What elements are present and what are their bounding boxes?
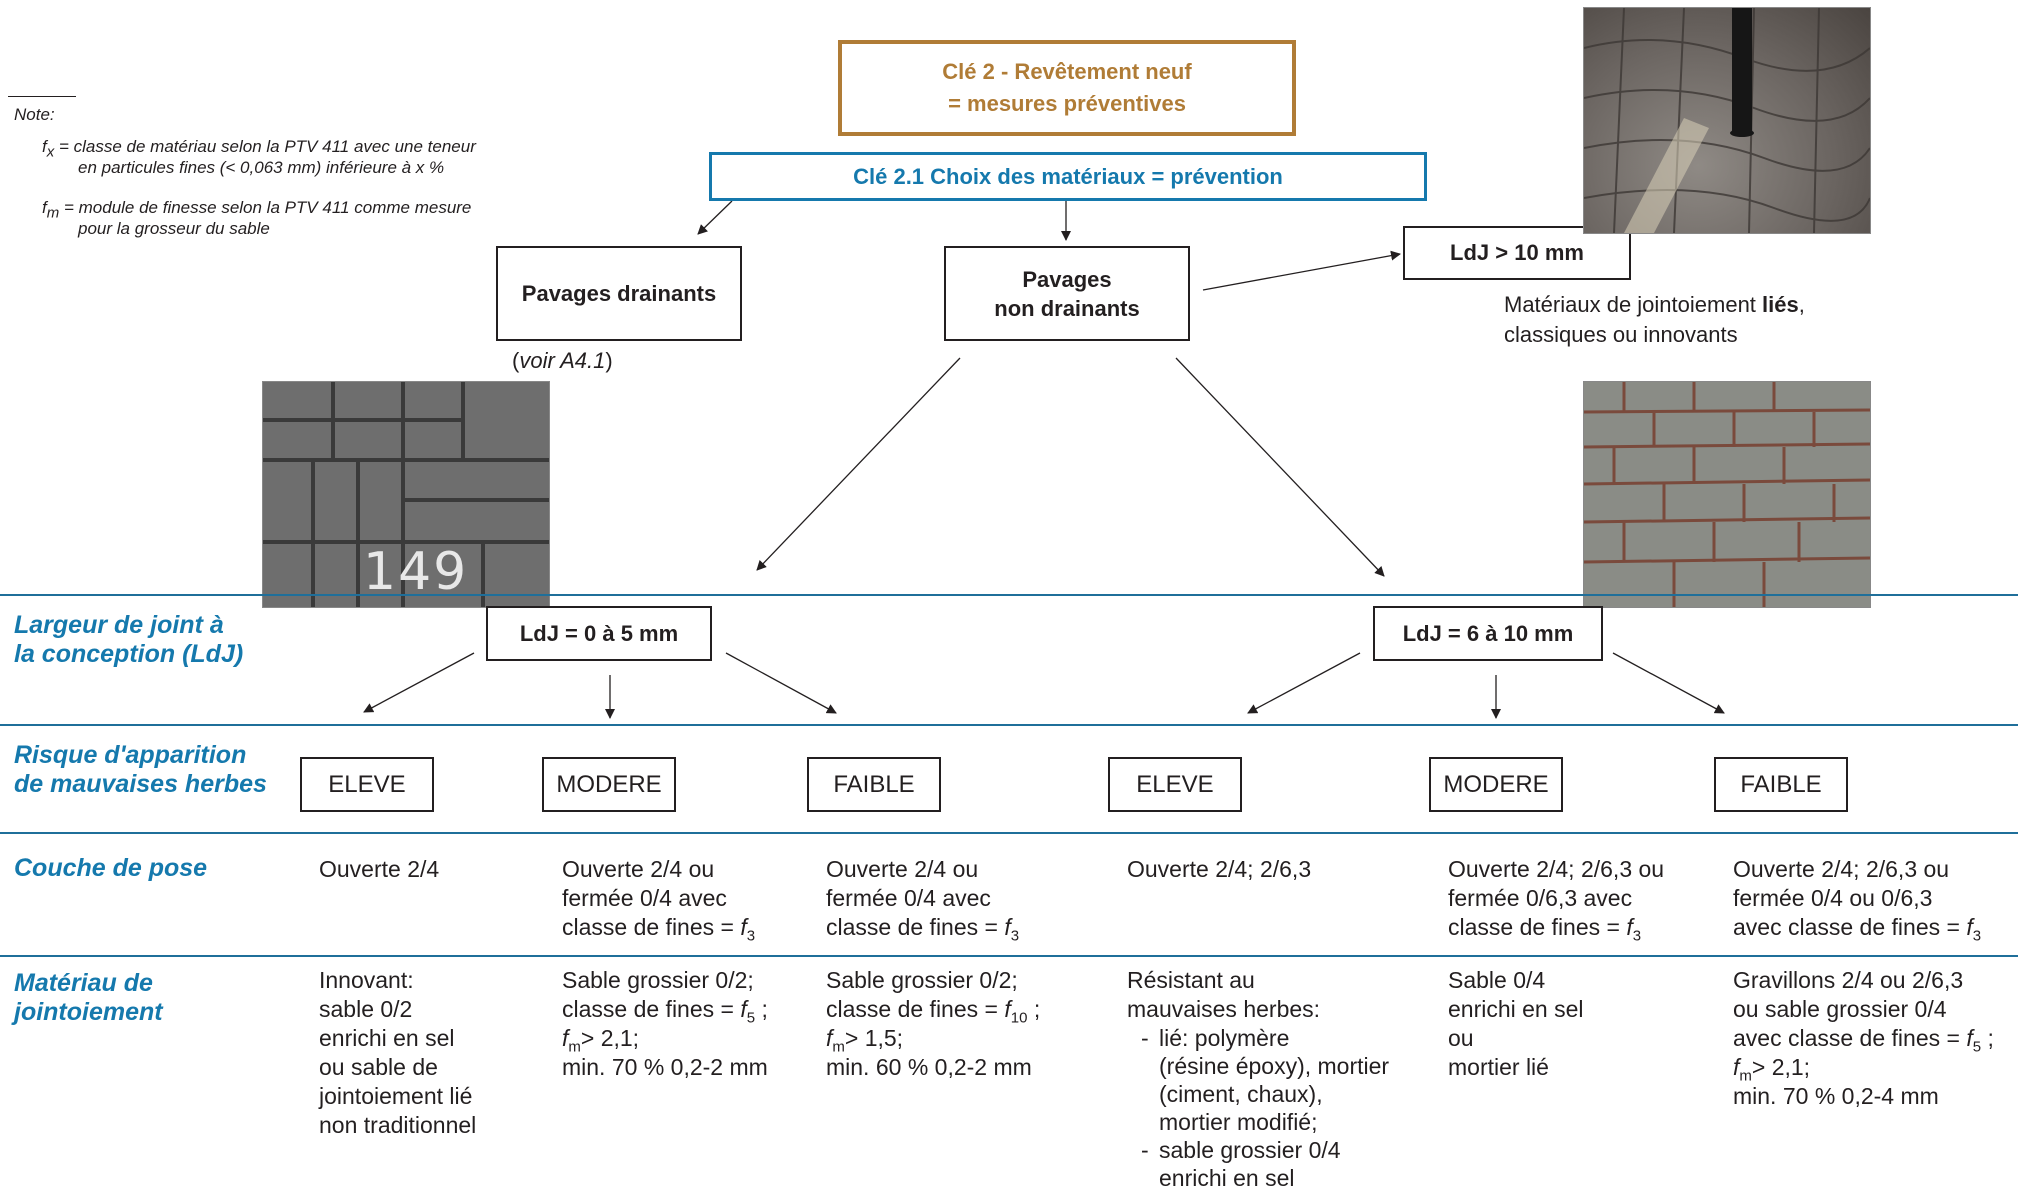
risk-box-eleve: ELEVE: [1108, 757, 1242, 812]
materiau-cell-1: Innovant: sable 0/2 enrichi en sel ou sa…: [319, 967, 477, 1138]
couche-cell-6: Ouverte 2/4; 2/6,3 ou fermée 0/4 ou 0/6,…: [1733, 856, 1982, 945]
photo-chalk-number: 149: [363, 542, 469, 602]
couche-cell-3: Ouverte 2/4 ou fermée 0/4 avec classe de…: [826, 856, 1020, 945]
node-ldj-gt10: LdJ > 10 mm: [1403, 226, 1631, 280]
fx-symbol: f: [42, 137, 47, 156]
materiau-cell-6: Gravillons 2/4 ou 2/6,3 ou sable grossie…: [1733, 967, 1994, 1109]
materiau-cell-2: Sable grossier 0/2; classe de fines = f5…: [562, 967, 768, 1080]
note-rule: [8, 96, 76, 97]
node-pavages-non-drainants: Pavages non drainants: [944, 246, 1190, 341]
risk-box-eleve: ELEVE: [300, 757, 434, 812]
list-item: sable grossier 0/4 enrichi en sel: [1127, 1136, 1389, 1192]
materiau-cell-5: Sable 0/4 enrichi en sel ou mortier lié: [1448, 967, 1584, 1080]
row-label-couche: Couche de pose: [14, 854, 208, 882]
couche-cell-5: Ouverte 2/4; 2/6,3 ou fermée 0/6,3 avec …: [1448, 856, 1665, 945]
risk-box-faible: FAIBLE: [1714, 757, 1848, 812]
node-ldj-6-10: LdJ = 6 à 10 mm: [1373, 606, 1603, 661]
risk-box-modere: MODERE: [542, 757, 676, 812]
node-pavages-drainants: Pavages drainants: [496, 246, 742, 341]
materiau-cell-4: Résistant au mauvaises herbes: lié: poly…: [1127, 966, 1389, 1192]
risk-box-modere: MODERE: [1429, 757, 1563, 812]
photo-granite-setts: [1583, 381, 1871, 608]
key2-box: Clé 2 - Revêtement neuf = mesures préven…: [838, 40, 1296, 136]
photo-cobblestones-pole: [1583, 7, 1871, 234]
couche-cell-1: Ouverte 2/4: [319, 856, 440, 882]
section-line-risque: [0, 724, 2018, 726]
row-label-materiau: Matériau de jointoiement: [14, 969, 163, 1026]
materiau-list: lié: polymère (résine époxy), mortier (c…: [1127, 1024, 1389, 1192]
list-item: lié: polymère (résine époxy), mortier (c…: [1127, 1024, 1389, 1136]
drainants-reference: (voir A4.1): [512, 348, 613, 373]
photo-concrete-pavers: 149: [262, 381, 550, 608]
note-fm: fm = module de finesse selon la PTV 411 …: [42, 198, 472, 238]
section-line-couche: [0, 832, 2018, 834]
section-line-largeur: [0, 594, 2018, 596]
row-label-largeur: Largeur de joint à la conception (LdJ): [14, 611, 244, 668]
section-line-materiau: [0, 955, 2018, 957]
key21-box: Clé 2.1 Choix des matériaux = prévention: [709, 152, 1427, 201]
risk-box-faible: FAIBLE: [807, 757, 941, 812]
node-ldj-0-5: LdJ = 0 à 5 mm: [486, 606, 712, 661]
note-title: Note:: [14, 105, 55, 124]
note-fx: fx = classe de matériau selon la PTV 411…: [42, 137, 476, 177]
couche-cell-2: Ouverte 2/4 ou fermée 0/4 avec classe de…: [562, 856, 756, 945]
couche-cell-4: Ouverte 2/4; 2/6,3: [1127, 856, 1312, 882]
materiau-cell-3: Sable grossier 0/2; classe de fines = f1…: [826, 967, 1041, 1080]
fm-symbol: f: [42, 198, 47, 217]
row-label-risque: Risque d'apparition de mauvaises herbes: [14, 741, 267, 798]
ldj-gt10-description: Matériaux de jointoiement liés, classiqu…: [1504, 292, 1805, 347]
